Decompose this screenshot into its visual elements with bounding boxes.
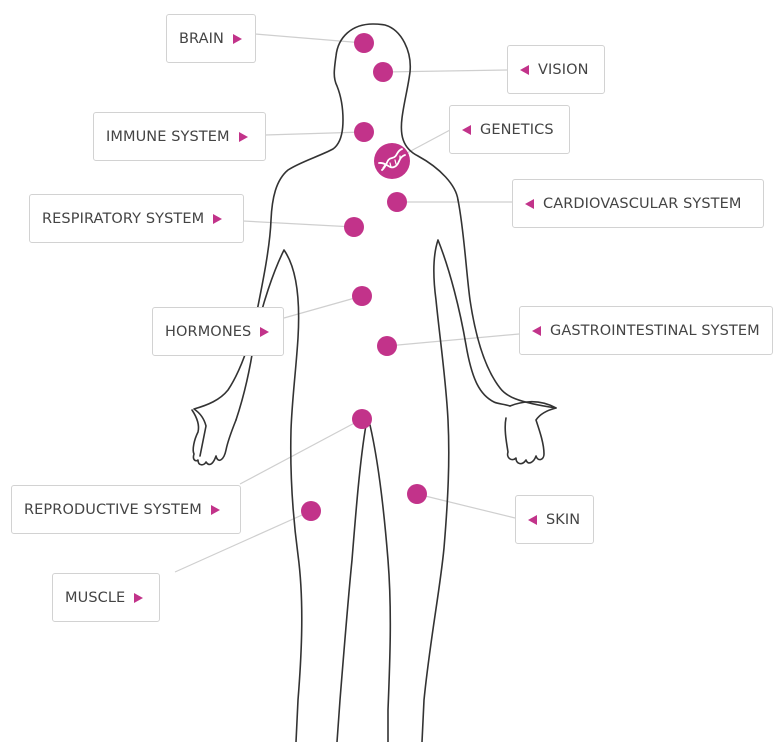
triangle-right-icon — [239, 132, 248, 142]
connector-brain — [255, 34, 364, 43]
label-vision-text: VISION — [538, 62, 589, 78]
label-reproductive-system[interactable]: REPRODUCTIVE SYSTEM — [11, 485, 241, 534]
dot-cardiovascular-system[interactable] — [387, 192, 407, 212]
label-cardio-text: CARDIOVASCULAR SYSTEM — [543, 196, 741, 212]
label-respiratory-text: RESPIRATORY SYSTEM — [42, 211, 204, 227]
label-muscle-text: MUSCLE — [65, 590, 125, 606]
label-muscle[interactable]: MUSCLE — [52, 573, 160, 622]
dot-skin[interactable] — [407, 484, 427, 504]
right-hand — [505, 402, 556, 464]
connector-immune — [265, 132, 364, 135]
label-gastro-text: GASTROINTESTINAL SYSTEM — [550, 323, 760, 339]
triangle-right-icon — [211, 505, 220, 515]
right-arm-outer — [458, 200, 556, 408]
dot-vision[interactable] — [373, 62, 393, 82]
label-immune-text: IMMUNE SYSTEM — [106, 129, 230, 145]
label-genetics[interactable]: GENETICS — [449, 105, 570, 154]
triangle-right-icon — [260, 327, 269, 337]
triangle-right-icon — [233, 34, 242, 44]
dot-gastrointestinal-system[interactable] — [377, 336, 397, 356]
triangle-left-icon — [462, 125, 471, 135]
triangle-left-icon — [532, 326, 541, 336]
label-skin-text: SKIN — [546, 512, 580, 528]
dot-genetics[interactable] — [374, 143, 410, 179]
connector-hormones — [284, 296, 362, 318]
dot-brain[interactable] — [354, 33, 374, 53]
dot-hormones[interactable] — [352, 286, 372, 306]
triangle-left-icon — [520, 65, 529, 75]
triangle-right-icon — [134, 593, 143, 603]
genetics-marker-circle — [374, 143, 410, 179]
label-respiratory-system[interactable]: RESPIRATORY SYSTEM — [29, 194, 244, 243]
label-brain[interactable]: BRAIN — [166, 14, 256, 63]
label-cardiovascular-system[interactable]: CARDIOVASCULAR SYSTEM — [512, 179, 764, 228]
label-hormones-text: HORMONES — [165, 324, 251, 340]
connector-vision — [383, 70, 507, 72]
left-hand — [192, 410, 236, 465]
dot-muscle[interactable] — [301, 501, 321, 521]
dot-immune-system[interactable] — [354, 122, 374, 142]
connector-respiratory — [243, 221, 354, 227]
label-hormones[interactable]: HORMONES — [152, 307, 284, 356]
dot-reproductive-system[interactable] — [352, 409, 372, 429]
label-genetics-text: GENETICS — [480, 122, 554, 138]
label-vision[interactable]: VISION — [507, 45, 605, 94]
label-brain-text: BRAIN — [179, 31, 224, 47]
connector-gastro — [387, 334, 519, 346]
connector-skin — [417, 494, 515, 518]
triangle-left-icon — [528, 515, 537, 525]
dot-respiratory-system[interactable] — [344, 217, 364, 237]
marker-dots — [301, 33, 427, 521]
triangle-left-icon — [525, 199, 534, 209]
triangle-right-icon — [213, 214, 222, 224]
label-reproductive-text: REPRODUCTIVE SYSTEM — [24, 502, 202, 518]
connector-reproductive — [240, 419, 362, 484]
label-gastrointestinal-system[interactable]: GASTROINTESTINAL SYSTEM — [519, 306, 773, 355]
label-immune-system[interactable]: IMMUNE SYSTEM — [93, 112, 266, 161]
label-skin[interactable]: SKIN — [515, 495, 594, 544]
